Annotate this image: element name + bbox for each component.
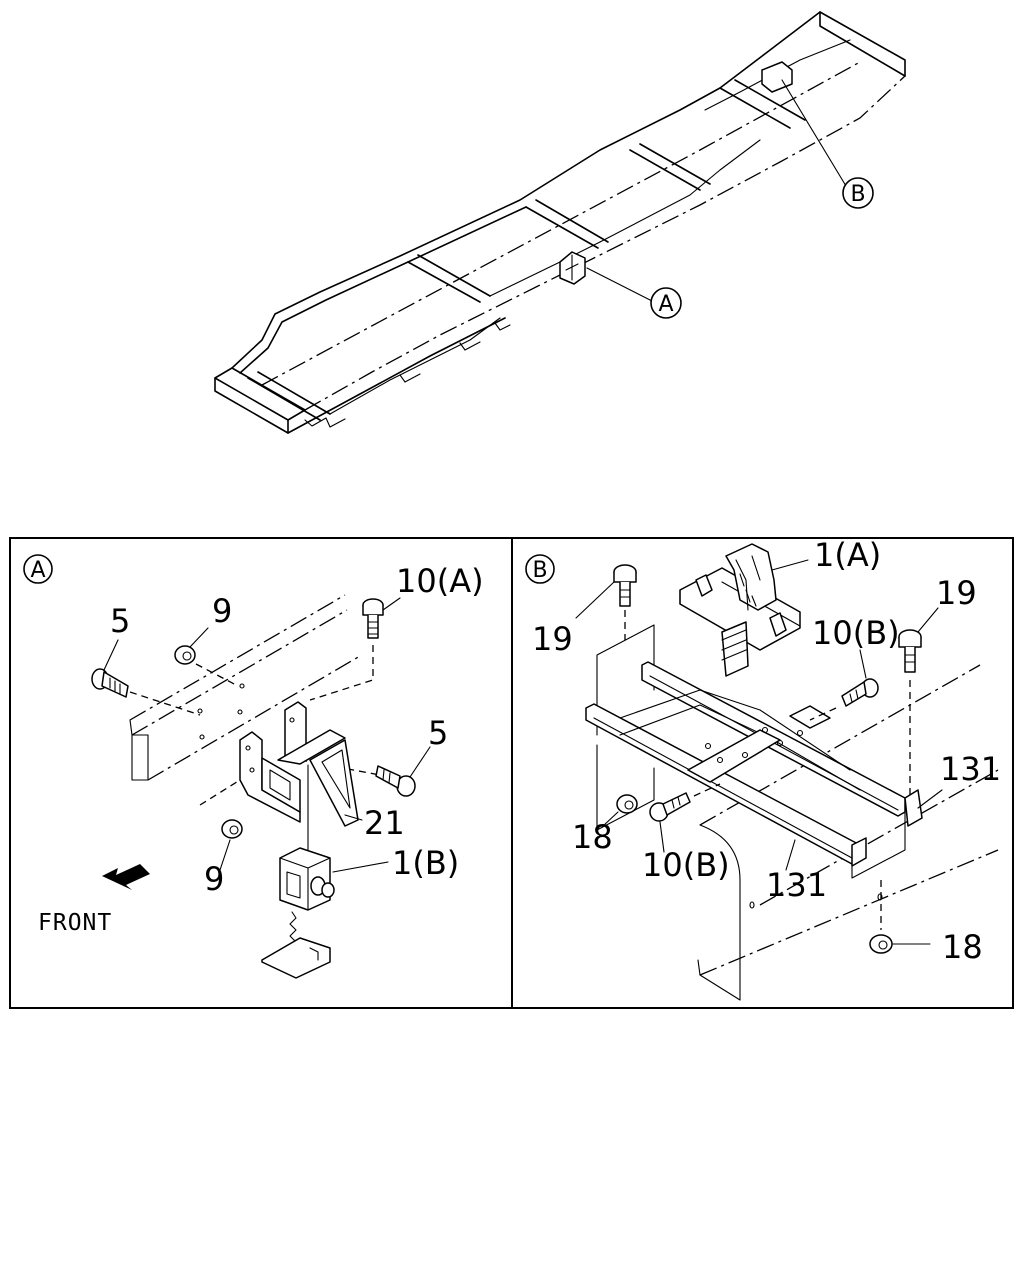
unit-1a bbox=[679, 543, 801, 677]
callout-a-leader bbox=[586, 267, 655, 303]
label-131-right: 131 bbox=[940, 750, 1001, 788]
panel-b: B bbox=[525, 536, 1001, 1001]
label-1a: 1(A) bbox=[814, 536, 881, 574]
label-5-right: 5 bbox=[428, 714, 448, 752]
nut-18-right bbox=[869, 934, 893, 954]
bolt-5-left bbox=[91, 668, 129, 698]
callout-a: A bbox=[650, 287, 682, 319]
svg-text:A: A bbox=[30, 558, 45, 583]
panel-a: A bbox=[23, 554, 484, 979]
bolt-10b-bottom bbox=[649, 792, 691, 822]
label-9-bottom: 9 bbox=[204, 860, 224, 898]
callout-a-label: A bbox=[658, 292, 673, 317]
bolt-5-right bbox=[375, 765, 416, 797]
bolt-19-left bbox=[613, 564, 637, 607]
panel-b-badge: B bbox=[525, 554, 555, 584]
chassis-frame-overview bbox=[214, 11, 906, 434]
label-1b: 1(B) bbox=[392, 844, 459, 882]
label-10b-bottom: 10(B) bbox=[642, 846, 730, 884]
label-10a: 10(A) bbox=[396, 562, 484, 600]
unit-1b bbox=[261, 847, 335, 979]
label-5-left: 5 bbox=[110, 602, 130, 640]
panel-a-badge: A bbox=[23, 554, 53, 584]
label-131-bottom: 131 bbox=[766, 866, 827, 904]
nut-18-left bbox=[616, 794, 638, 814]
bracket-21 bbox=[239, 701, 359, 827]
bolt-10b-top bbox=[841, 678, 879, 707]
bolt-19-right bbox=[898, 629, 922, 673]
bracket-131 bbox=[585, 661, 923, 879]
label-21: 21 bbox=[364, 804, 405, 842]
svg-text:B: B bbox=[532, 558, 547, 583]
nut-9-bottom bbox=[221, 819, 243, 839]
label-10b-top: 10(B) bbox=[812, 614, 900, 652]
callout-b-leader bbox=[781, 79, 847, 187]
front-arrow-icon bbox=[102, 864, 150, 890]
bolt-10a bbox=[362, 598, 384, 639]
label-9-top: 9 bbox=[212, 592, 232, 630]
nut-9-top bbox=[174, 645, 196, 665]
callout-b-label: B bbox=[850, 182, 865, 207]
front-label: FRONT bbox=[38, 910, 112, 936]
label-18-left: 18 bbox=[572, 818, 613, 856]
label-19-left: 19 bbox=[532, 620, 573, 658]
label-18-right: 18 bbox=[942, 928, 983, 966]
label-19-right: 19 bbox=[936, 574, 977, 612]
callout-b: B bbox=[842, 177, 874, 209]
